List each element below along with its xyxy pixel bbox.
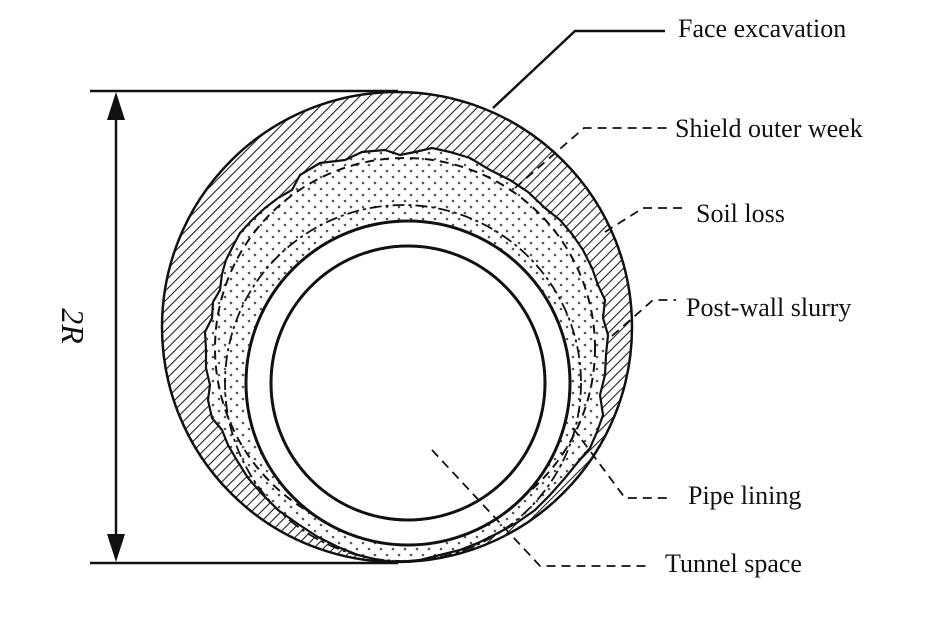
shield-outer-week-circle (214, 157, 596, 539)
label-shield-outer-week: Shield outer week (675, 114, 863, 143)
leader-shield-outer-week (514, 127, 668, 189)
leader-soil-loss (604, 207, 684, 233)
leader-face-excavation (492, 29, 665, 109)
leader-tunnel-space (431, 449, 650, 567)
leader-post-wall-slurry (611, 299, 676, 337)
label-soil-loss: Soil loss (696, 199, 785, 228)
tunnel-space-circle (269, 244, 547, 522)
label-pipe-lining: Pipe lining (688, 481, 801, 510)
dimension-arrow-top-icon (107, 92, 125, 120)
dimension-arrow-bottom-icon (107, 534, 125, 562)
post-wall-slurry-circle (224, 204, 582, 562)
label-face-excavation: Face excavation (678, 14, 846, 43)
label-post-wall-slurry: Post-wall slurry (686, 293, 851, 322)
label-tunnel-space: Tunnel space (665, 549, 802, 578)
dimension-label: 2R (55, 308, 91, 344)
